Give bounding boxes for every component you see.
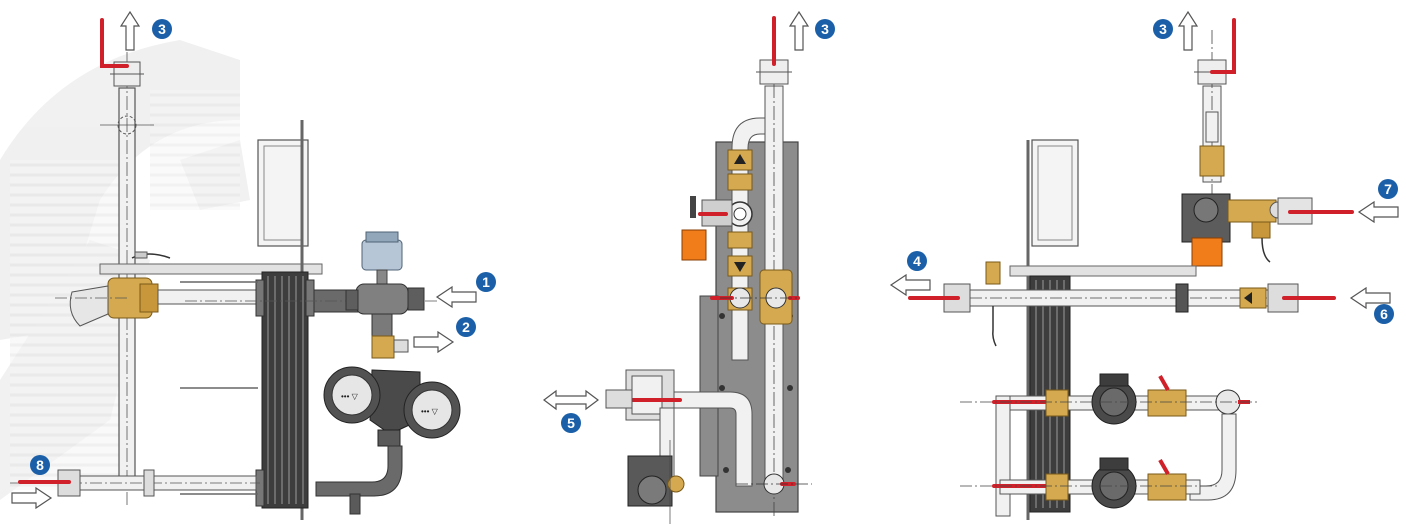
- badge-1: 1: [476, 272, 496, 292]
- badge-6: 6: [1374, 304, 1394, 324]
- svg-text:4: 4: [913, 253, 921, 269]
- bidirectional-arrow-5: [543, 389, 599, 411]
- outlet-arrow-up: [788, 10, 810, 51]
- loop-pipe: [1189, 413, 1237, 501]
- inlet-arrow-8: [11, 486, 53, 510]
- inlet-arrow-1: [435, 285, 477, 309]
- outlet-arrow-up: [1177, 10, 1199, 51]
- motor-valve-body: [355, 283, 409, 315]
- supply-pipe: [157, 289, 267, 305]
- view-middle: [543, 10, 812, 524]
- badge-3-right: 3: [1153, 19, 1173, 39]
- badge-8: 8: [30, 455, 50, 475]
- outlet-arrow-2: [413, 330, 455, 354]
- return-pipe: [315, 445, 403, 497]
- svg-text:2: 2: [462, 319, 470, 335]
- valve-handle: [1210, 18, 1236, 74]
- mounting-shelf: [1009, 265, 1197, 277]
- control-box: [257, 139, 309, 247]
- pump-face-label: ••• ▽: [341, 392, 359, 401]
- mounting-backplate: [715, 141, 799, 513]
- twin-pump: ••• ▽ ••• ▽: [323, 366, 461, 447]
- inlet-arrow-7: [1357, 200, 1399, 224]
- badge-7: 7: [1378, 179, 1398, 199]
- badge-3-left: 3: [152, 19, 172, 39]
- svg-text:1: 1: [482, 274, 490, 290]
- valve-handle: [100, 18, 129, 68]
- motor-valve-actuator: [361, 239, 403, 271]
- badge-2: 2: [456, 317, 476, 337]
- pump-face-label: ••• ▽: [421, 407, 439, 416]
- view-left: ••• ▽ ••• ▽: [10, 10, 477, 520]
- control-box: [1031, 139, 1079, 247]
- svg-text:5: 5: [567, 415, 575, 431]
- svg-text:7: 7: [1384, 181, 1392, 197]
- svg-text:8: 8: [36, 457, 44, 473]
- background-watermark: [0, 40, 250, 500]
- outlet-arrow-4: [889, 273, 931, 297]
- orange-actuator: [1191, 237, 1223, 267]
- outlet-arrow-up: [119, 10, 141, 51]
- badge-3-middle: 3: [815, 19, 835, 39]
- svg-text:6: 6: [1380, 306, 1388, 322]
- svg-text:3: 3: [821, 21, 829, 37]
- svg-text:3: 3: [158, 21, 166, 37]
- badge-5: 5: [561, 413, 581, 433]
- view-right: [889, 10, 1399, 520]
- svg-text:3: 3: [1159, 21, 1167, 37]
- mounting-shelf: [99, 263, 323, 275]
- brass-tee: [1227, 199, 1277, 223]
- relief-fitting: [371, 335, 395, 359]
- orange-actuator: [681, 229, 707, 261]
- badge-4: 4: [907, 251, 927, 271]
- plate-heat-exchanger: [255, 271, 315, 509]
- inlet-arrow-6: [1349, 286, 1391, 310]
